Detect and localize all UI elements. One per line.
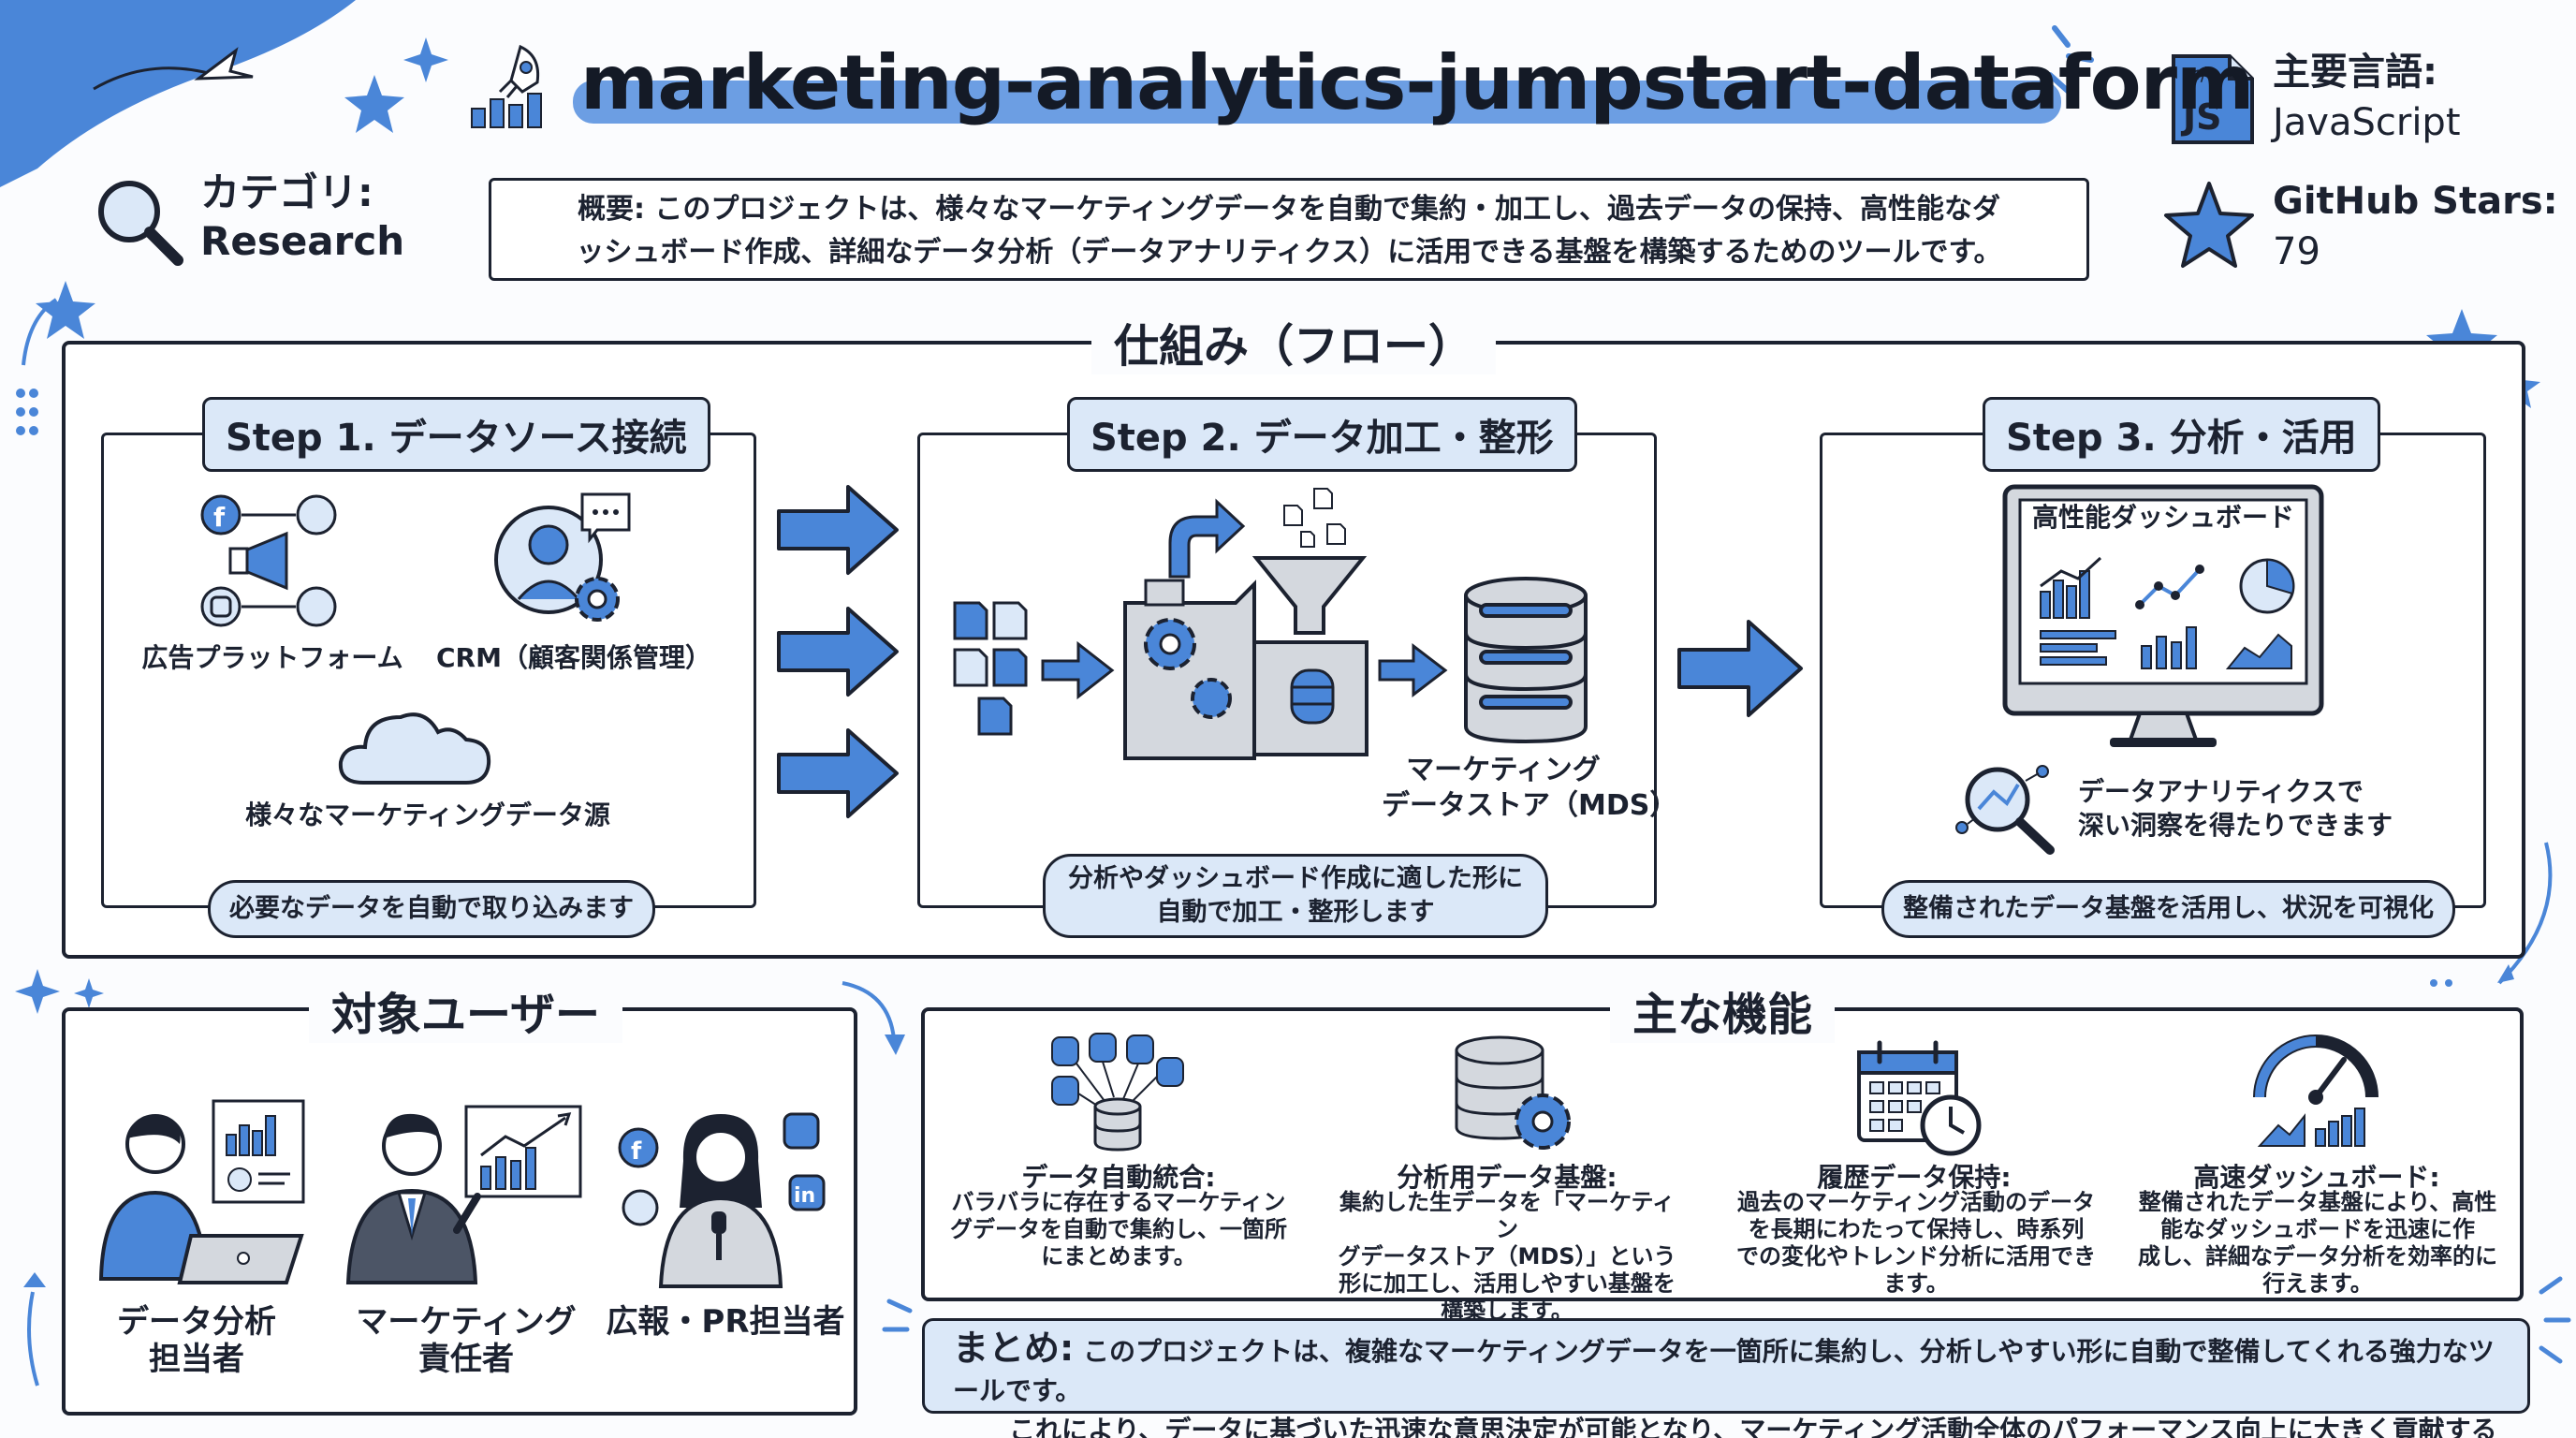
feature1-desc: バラバラに存在するマーケティン グデータを自動で集約し、一箇所 にまとめます。 bbox=[945, 1189, 1292, 1270]
category-value: Research bbox=[200, 218, 405, 264]
data-integration-icon bbox=[1051, 1033, 1184, 1152]
step2-tab: Step 2. データ加工・整形 bbox=[1067, 397, 1577, 472]
analytics-line2: 深い洞察を得たりできます bbox=[2078, 810, 2393, 841]
step2-pill-line2: 自動で加工・整形します bbox=[1156, 898, 1435, 927]
step2-pill-line1: 分析やダッシュボード作成に適した形に bbox=[1068, 864, 1523, 893]
analytics-search-icon bbox=[1955, 765, 2055, 855]
feature3-desc: 過去のマーケティング活動のデータ を長期にわたって保持し、時系列 での変化やトレ… bbox=[1734, 1189, 2099, 1298]
crm-label: CRM（顧客関係管理） bbox=[436, 642, 711, 673]
summary-line2: これにより、データに基づいた迅速な意思決定が可能となり、マーケティング活動全体の… bbox=[1009, 1415, 2497, 1438]
marketing-manager-icon bbox=[345, 1105, 582, 1284]
feature3-line3: での変化やトレンド分析に活用でき bbox=[1736, 1243, 2096, 1269]
stars-value: 79 bbox=[2273, 230, 2320, 273]
features-title: 主な機能 bbox=[1610, 977, 1836, 1043]
overview-line2: ッシュボード作成、詳細なデータ分析（データアナリティクス）に活用できる基盤を構築… bbox=[576, 236, 2002, 269]
overview-line1: 概要: このプロジェクトは、様々なマーケティングデータを自動で集約・加工し、過去… bbox=[577, 193, 2001, 226]
user-pr-line1: 広報・PR担当者 bbox=[606, 1303, 845, 1341]
feature1-title: データ自動統合: bbox=[1021, 1162, 1216, 1193]
database-icon bbox=[1464, 577, 1588, 744]
user-data-analyst-line2: 担当者 bbox=[149, 1341, 244, 1378]
summary-box: まとめ: このプロジェクトは、複雑なマーケティングデータを一箇所に集約し、分析し… bbox=[922, 1318, 2530, 1438]
analytics-label: データアナリティクスで 深い洞察を得たりできます bbox=[2078, 775, 2393, 843]
magnifier-icon bbox=[98, 181, 183, 266]
feature3-line2: を長期にわたって保持し、時系列 bbox=[1748, 1216, 2085, 1242]
feature2-title: 分析用データ基盤: bbox=[1397, 1162, 1617, 1193]
feature4-desc: 整備されたデータ基盤により、高性 能なダッシュボードを迅速に作 成し、詳細なデー… bbox=[2132, 1189, 2503, 1298]
js-file-icon: </> JS bbox=[2172, 54, 2254, 144]
language-value: JavaScript bbox=[2273, 101, 2461, 144]
feature2-desc: 集約した生データを「マーケティン グデータストア（MDS）」という 形に加工し、… bbox=[1329, 1189, 1685, 1325]
step3-tab: Step 3. 分析・活用 bbox=[1983, 397, 2380, 472]
dashboard-label: 高性能ダッシュボード bbox=[2031, 502, 2294, 533]
svg-text:</>: </> bbox=[2185, 63, 2222, 85]
github-stars: GitHub Stars: 79 bbox=[2273, 176, 2558, 277]
gauge-icon bbox=[2253, 1034, 2378, 1147]
category: カテゴリ: Research bbox=[200, 169, 404, 266]
summary-key: まとめ: bbox=[953, 1328, 1075, 1369]
calendar-clock-icon bbox=[1857, 1040, 1982, 1156]
summary-line1: このプロジェクトは、複雑なマーケティングデータを一箇所に集約し、分析しやすい形に… bbox=[953, 1336, 2495, 1406]
user-data-analyst-line1: データ分析 bbox=[117, 1303, 276, 1341]
feature2-line2: グデータストア（MDS）」という bbox=[1338, 1243, 1676, 1269]
user-pr: 広報・PR担当者 bbox=[599, 1303, 852, 1341]
svg-text:in: in bbox=[794, 1184, 815, 1208]
js-badge: JS bbox=[2180, 96, 2222, 138]
flow-arrow-2 bbox=[1677, 620, 1803, 717]
sources-label: 様々なマーケティングデータ源 bbox=[245, 800, 610, 830]
document-icons bbox=[953, 601, 1028, 736]
pr-person-icon: f in bbox=[618, 1112, 826, 1288]
data-analyst-icon bbox=[98, 1099, 305, 1284]
cloud-icon bbox=[338, 712, 491, 785]
stars-label: GitHub Stars: bbox=[2273, 180, 2558, 223]
users-title: 対象ユーザー bbox=[309, 977, 623, 1043]
processing-diagram bbox=[953, 488, 1588, 760]
star-icon bbox=[2164, 182, 2254, 268]
analytics-line1: データアナリティクスで bbox=[2078, 776, 2364, 807]
flow-arrows-1 bbox=[777, 485, 899, 818]
rocket-icon bbox=[471, 44, 542, 128]
user-marketing-manager-line2: 責任者 bbox=[418, 1341, 514, 1378]
language-label: 主要言語: bbox=[2273, 51, 2437, 94]
step1-tab: Step 1. データソース接続 bbox=[202, 397, 710, 472]
ad-platform-icon: f bbox=[200, 494, 337, 627]
mds-label: マーケティング データストア（MDS） bbox=[1382, 753, 1678, 824]
feature2-line1: 集約した生データを「マーケティン bbox=[1339, 1189, 1676, 1242]
mds-line2: データストア（MDS） bbox=[1382, 789, 1678, 822]
user-data-analyst: データ分析 担当者 bbox=[94, 1303, 300, 1378]
data-platform-icon bbox=[1455, 1035, 1571, 1150]
feature4-line1: 整備されたデータ基盤により、高性 bbox=[2138, 1189, 2497, 1215]
step2-pill: 分析やダッシュボード作成に適した形に 自動で加工・整形します bbox=[1043, 854, 1548, 938]
crm-icon bbox=[494, 492, 631, 622]
feature1-line3: にまとめます。 bbox=[1041, 1243, 1196, 1269]
category-label: カテゴリ: bbox=[200, 169, 373, 215]
features-frame bbox=[921, 1007, 2524, 1301]
flow-title: 仕組み（フロー） bbox=[1091, 309, 1497, 374]
monitor-icon bbox=[2002, 484, 2324, 747]
feature1-line2: グデータを自動で集約し、一箇所 bbox=[950, 1216, 1287, 1242]
ad-platform-label: 広告プラットフォーム bbox=[141, 642, 403, 673]
feature3-line4: ます。 bbox=[1883, 1270, 1949, 1297]
page-title: marketing-analytics-jumpstart-dataform bbox=[580, 39, 2254, 126]
feature4-line2: 能なダッシュボードを迅速に作 bbox=[2160, 1216, 2475, 1242]
feature4-line3: 成し、詳細なデータ分析を効率的に bbox=[2138, 1243, 2497, 1269]
mds-line1: マーケティング bbox=[1406, 754, 1601, 786]
feature1-line1: バラバラに存在するマーケティン bbox=[951, 1189, 1286, 1215]
user-marketing-manager: マーケティング 責任者 bbox=[354, 1303, 578, 1378]
overview-box: 概要: このプロジェクトは、様々なマーケティングデータを自動で集約・加工し、過去… bbox=[489, 178, 2089, 281]
svg-text:f: f bbox=[213, 502, 226, 533]
feature4-title: 高速ダッシュボード: bbox=[2193, 1162, 2440, 1193]
svg-text:f: f bbox=[631, 1137, 642, 1166]
step3-pill: 整備されたデータ基盤を活用し、状況を可視化 bbox=[1881, 880, 2455, 938]
feature4-line4: 行えます。 bbox=[2262, 1270, 2373, 1297]
feature3-line1: 過去のマーケティング活動のデータ bbox=[1736, 1189, 2096, 1215]
feature3-title: 履歴データ保持: bbox=[1817, 1162, 2012, 1193]
title-highlight bbox=[573, 81, 2061, 124]
language: 主要言語: JavaScript bbox=[2273, 47, 2461, 148]
user-marketing-manager-line1: マーケティング bbox=[356, 1303, 577, 1341]
step1-pill: 必要なデータを自動で取り込みます bbox=[208, 880, 655, 938]
feature2-line3: 形に加工し、活用しやすい基盤を bbox=[1339, 1270, 1676, 1297]
